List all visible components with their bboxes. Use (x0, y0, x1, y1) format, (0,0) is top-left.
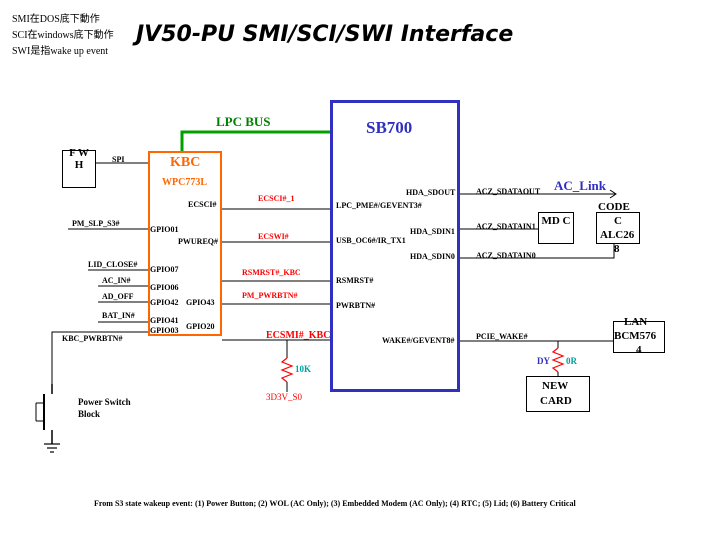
net-lid-close: LID_CLOSE# (88, 260, 138, 269)
kbc-block (148, 151, 222, 336)
kbc-pin-gpio42: GPIO42 (150, 298, 179, 307)
note-sci: SCI在windows底下動作 (12, 30, 114, 41)
mdc-block (538, 212, 574, 244)
net-ecswi: ECSWI# (258, 232, 289, 241)
codec-block (596, 212, 640, 244)
dy-label: DY (537, 356, 550, 366)
sb-pin-pwrbtn: PWRBTN# (336, 301, 376, 310)
codec-line3: ALC26 (600, 229, 635, 241)
lan-line1: LAN (624, 316, 648, 328)
kbc-pin-pwureq: PWUREQ# (178, 237, 218, 246)
kbc-pin-gpio06: GPIO06 (150, 283, 179, 292)
sb700-name: SB700 (366, 118, 413, 137)
sb-pin-wake: WAKE#/GEVENT8# (382, 336, 455, 345)
new-card-block (526, 376, 590, 412)
net-pm-pwrbtn: PM_PWRBTN# (242, 291, 298, 300)
kbc-pin-gpio20: GPIO20 (186, 322, 215, 331)
kbc-pin-gpio07: GPIO07 (150, 265, 179, 274)
net-acz-sdatain0: ACZ_SDATAIN0 (476, 251, 536, 260)
mdc-label: MD C (541, 215, 571, 227)
lan-line3: 4 (636, 344, 642, 356)
net-pcie-wake: PCIE_WAKE# (476, 332, 528, 341)
page-title: JV50-PU SMI/SCI/SWI Interface (136, 22, 514, 47)
kbc-pin-gpio01: GPIO01 (150, 225, 179, 234)
sb-pin-hda-sdout: HDA_SDOUT (406, 188, 456, 197)
net-ecsci-1: ECSCI#_1 (258, 194, 295, 203)
lan-line2: BCM576 (614, 330, 657, 342)
lan-block (613, 321, 665, 353)
fwh-label: F W H (69, 147, 89, 171)
kbc-part: WPC773L (162, 177, 207, 188)
net-ecsmi-kbc: ECSMI#_KBC (266, 330, 331, 341)
net-ac-in: AC_IN# (102, 276, 131, 285)
pullup-rail: 3D3V_S0 (266, 392, 303, 402)
kbc-pin-gpio41: GPIO41 (150, 316, 179, 325)
new-card-line2: CARD (540, 395, 572, 407)
sb-pin-hda-sdin1: HDA_SDIN1 (410, 227, 455, 236)
net-rsmrst-kbc: RSMRST#_KBC (242, 268, 301, 277)
power-switch-line2: Block (78, 409, 101, 419)
sb-pin-lpc-pme: LPC_PME#/GEVENT3# (336, 201, 422, 210)
net-kbc-pwrbtn: KBC_PWRBTN# (62, 334, 123, 343)
net-ad-off: AD_OFF (102, 292, 134, 301)
sb-pin-usb-oc6: USB_OC6#/IR_TX1 (336, 236, 406, 245)
sb700-block (330, 100, 460, 392)
fwh-block (62, 150, 96, 188)
net-pm-slp-s3: PM_SLP_S3# (72, 219, 120, 228)
ac-link-label: AC_Link (554, 178, 607, 193)
kbc-pin-ecsci: ECSCI# (188, 200, 217, 209)
note-smi: SMI在DOS底下動作 (12, 14, 100, 25)
sb-pin-rsmrst: RSMRST# (336, 276, 374, 285)
note-swi: SWI是指wake up event (12, 46, 109, 57)
new-card-line1: NEW (542, 380, 569, 392)
footer-note: From S3 state wakeup event: (1) Power Bu… (94, 499, 576, 508)
kbc-name: KBC (170, 155, 201, 170)
power-switch-line1: Power Switch (78, 397, 131, 407)
net-bat-in: BAT_IN# (102, 311, 135, 320)
sb-pin-hda-sdin0: HDA_SDIN0 (410, 252, 455, 261)
zero-r-label: 0R (566, 356, 577, 366)
codec-line4: 8 (614, 243, 620, 255)
kbc-pin-gpio03: GPIO03 (150, 326, 179, 335)
codec-line1: CODE (598, 201, 630, 213)
net-acz-sdatain1: ACZ_SDATAIN1 (476, 222, 536, 231)
net-acz-sdataout: ACZ_SDATAOUT (476, 187, 541, 196)
spi-label: SPI (112, 155, 125, 164)
kbc-pin-gpio43: GPIO43 (186, 298, 215, 307)
pullup-value: 10K (295, 364, 312, 374)
lpc-bus-label: LPC BUS (216, 114, 271, 129)
codec-line2: C (614, 215, 622, 227)
